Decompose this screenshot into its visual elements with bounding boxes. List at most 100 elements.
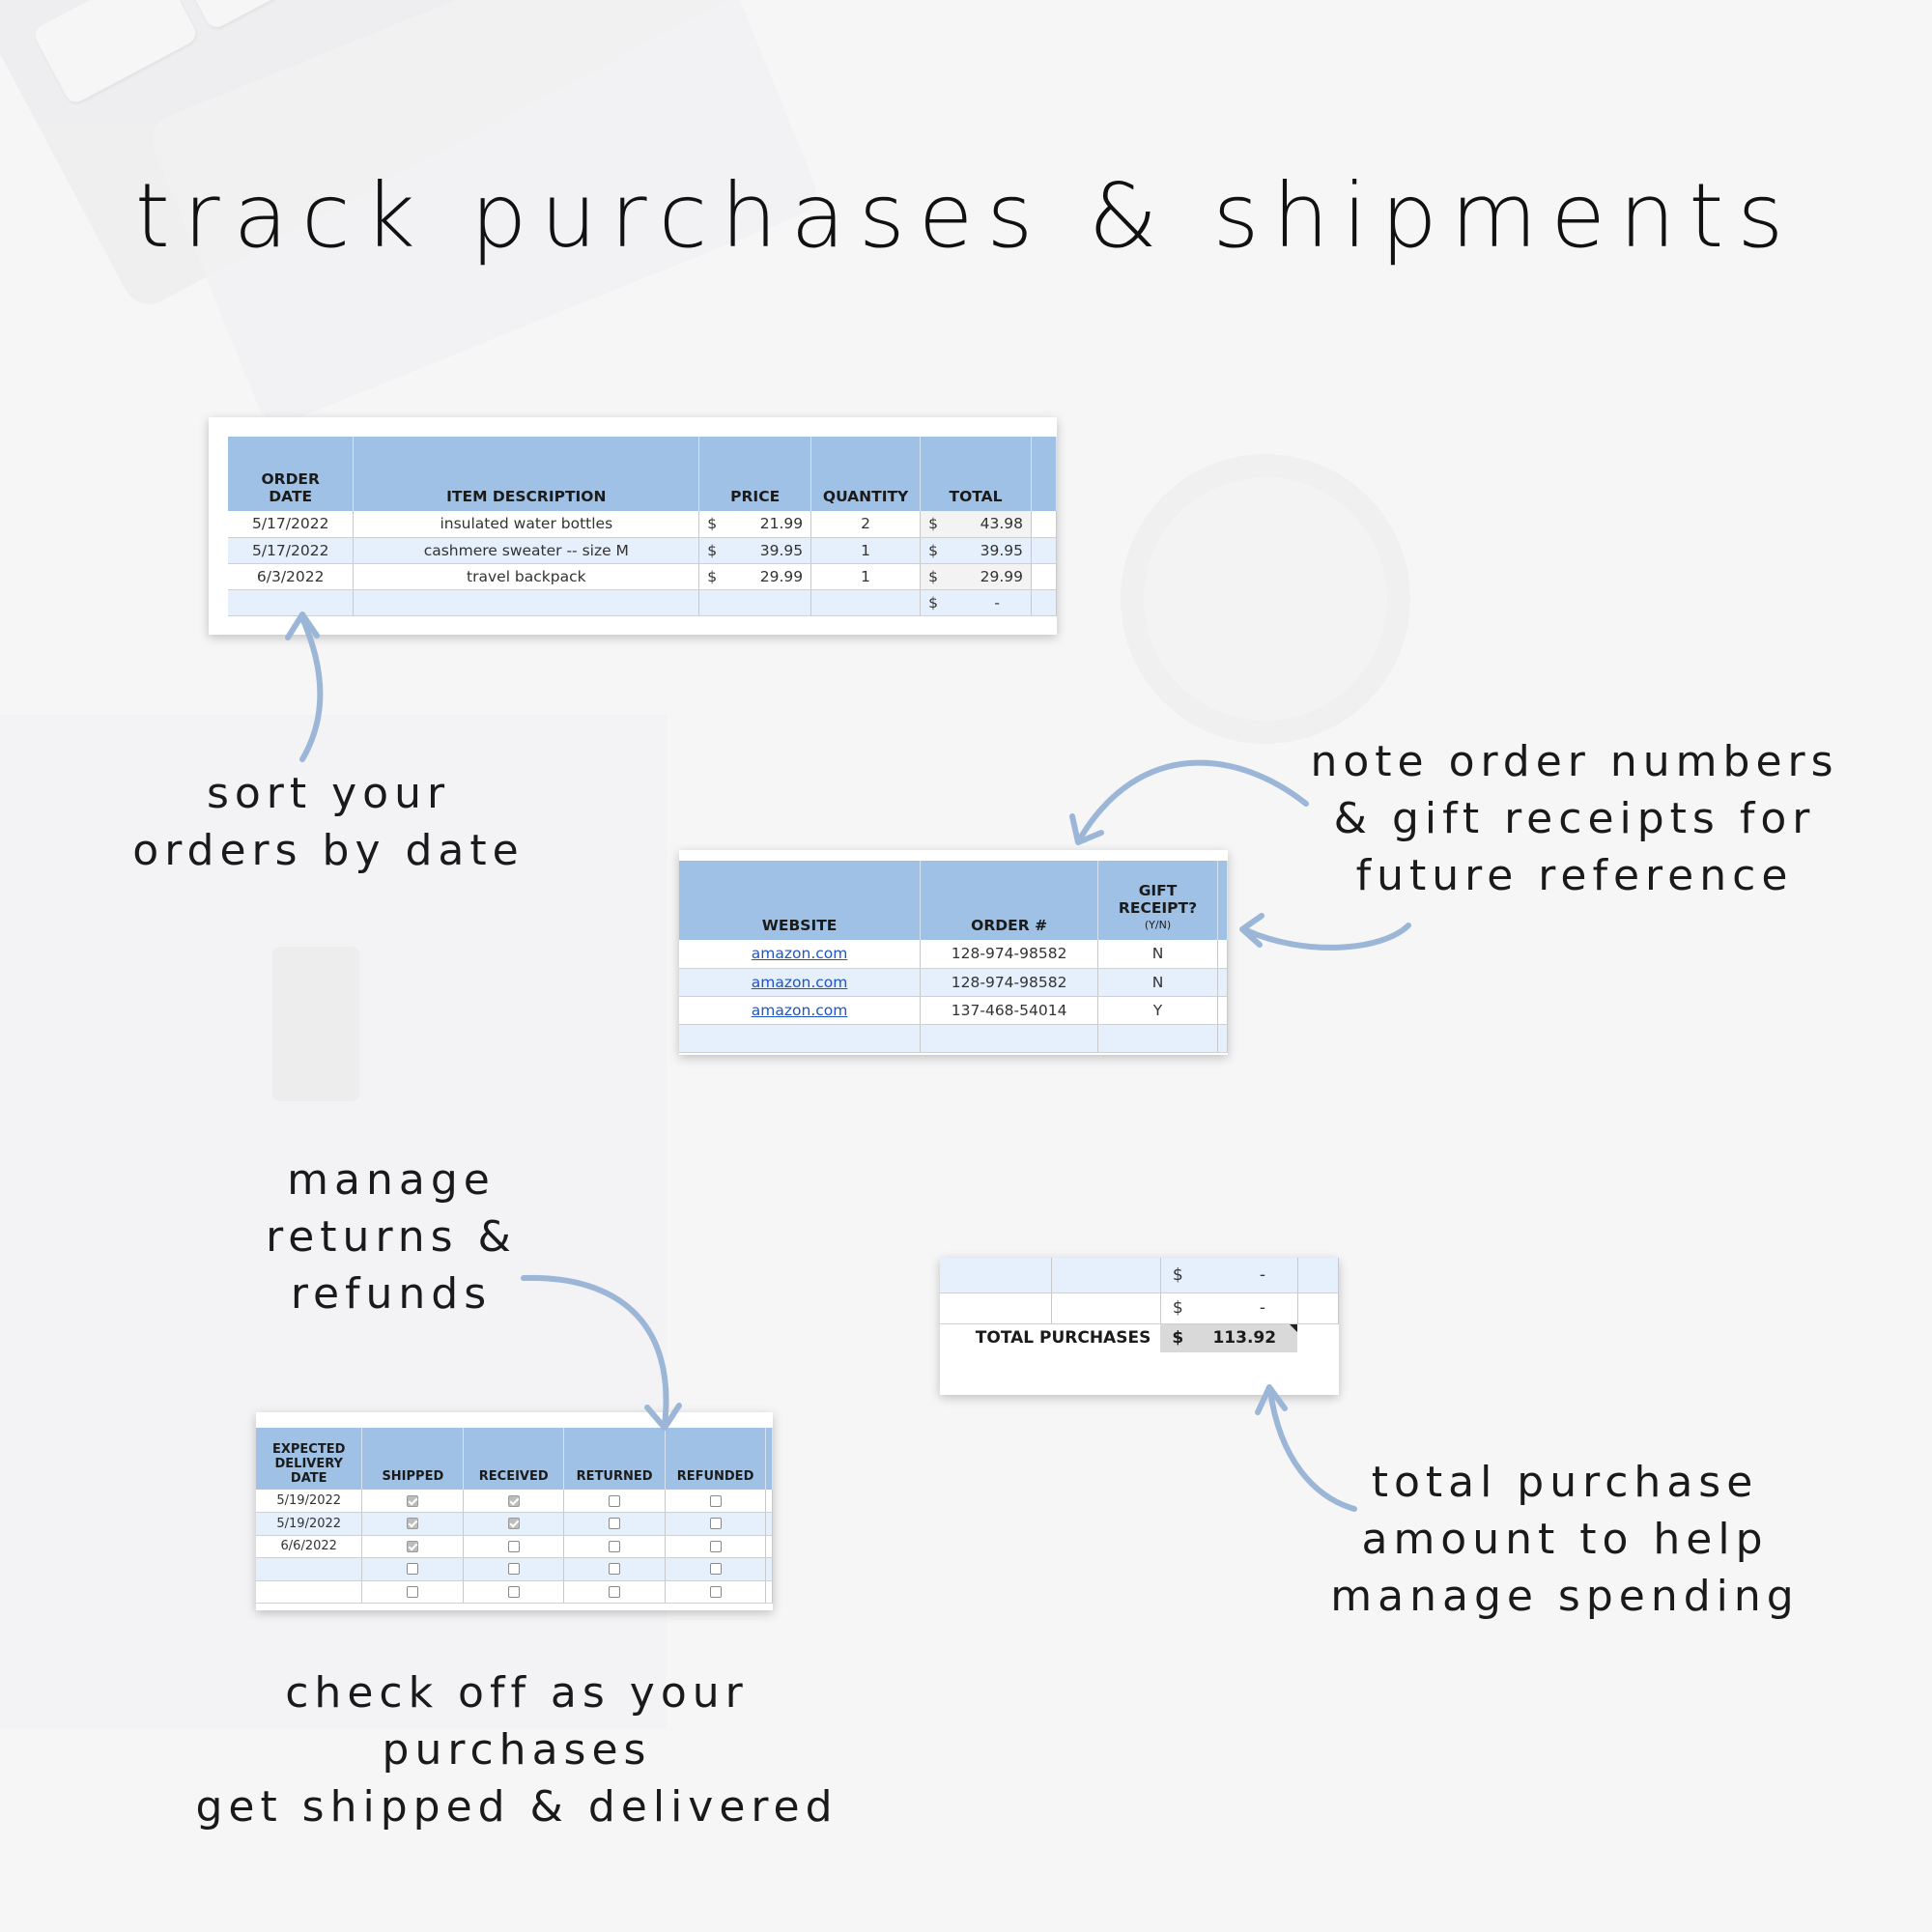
col-returned: RETURNED xyxy=(563,1428,667,1490)
shipped-checkbox[interactable] xyxy=(407,1585,419,1598)
total-purchases-label: TOTAL PURCHASES xyxy=(975,1328,1151,1349)
cell-website[interactable]: amazon.com xyxy=(679,996,922,1025)
orders-table: ORDER DATE ITEM DESCRIPTION PRICE QUANTI… xyxy=(228,437,1057,616)
cell-price: $39.95 xyxy=(698,537,812,564)
shipped-checkbox[interactable] xyxy=(407,1518,419,1530)
arrow-to-gift-receipt-head xyxy=(1239,913,1264,948)
returned-checkbox[interactable] xyxy=(609,1494,621,1507)
cell-website[interactable]: amazon.com xyxy=(679,968,922,997)
total-table: $ - $ - TOTAL PURCHASES $ 113.92 xyxy=(940,1258,1339,1352)
cell-delivery-date xyxy=(256,1557,363,1581)
table-row xyxy=(256,1580,773,1604)
cell-price xyxy=(698,589,812,616)
cell-item-description: insulated water bottles xyxy=(353,511,700,538)
col-gift-receipt: GIFT RECEIPT? (Y/N) xyxy=(1097,861,1218,940)
cell-received xyxy=(463,1490,565,1513)
returned-checkbox[interactable] xyxy=(609,1518,621,1530)
received-checkbox[interactable] xyxy=(507,1494,520,1507)
cell-order-number xyxy=(920,1024,1099,1053)
cell-total: $29.99 xyxy=(920,563,1032,590)
cell-order-date: 6/3/2022 xyxy=(228,563,355,590)
table-row: 5/19/2022 xyxy=(256,1512,773,1536)
caption-sort-orders: sort your orders by date xyxy=(132,769,525,875)
shipped-checkbox[interactable] xyxy=(407,1494,419,1507)
received-checkbox[interactable] xyxy=(507,1585,520,1598)
refunded-checkbox[interactable] xyxy=(709,1563,722,1576)
page-title: track purchases & shipments xyxy=(134,164,1798,268)
shipped-checkbox[interactable] xyxy=(407,1563,419,1576)
refunded-checkbox[interactable] xyxy=(709,1540,722,1552)
cell-received xyxy=(463,1535,565,1558)
caption-total-purchase: total purchase amount to help manage spe… xyxy=(1330,1458,1800,1621)
cell-shipped xyxy=(361,1557,465,1581)
refunded-checkbox[interactable] xyxy=(709,1585,722,1598)
cell-delivery-date: 6/6/2022 xyxy=(256,1535,363,1558)
refunded-checkbox[interactable] xyxy=(709,1494,722,1507)
website-link[interactable]: amazon.com xyxy=(751,973,848,991)
cell-total: $39.95 xyxy=(920,537,1032,564)
col-received: RECEIVED xyxy=(463,1428,565,1490)
arrow-to-website-table-head xyxy=(1069,813,1104,845)
cell-order-date xyxy=(228,589,355,616)
cell-website xyxy=(679,1024,922,1053)
table-row xyxy=(256,1557,773,1581)
cell-received xyxy=(463,1557,565,1581)
cell-delivery-date: 5/19/2022 xyxy=(256,1512,363,1536)
col-shipped: SHIPPED xyxy=(361,1428,465,1490)
website-link[interactable]: amazon.com xyxy=(751,945,848,963)
received-checkbox[interactable] xyxy=(507,1540,520,1552)
cell-quantity: 1 xyxy=(810,537,922,564)
cell-order-number: 137-468-54014 xyxy=(920,996,1099,1025)
cell-total: $- xyxy=(920,589,1032,616)
returned-checkbox[interactable] xyxy=(609,1563,621,1576)
caption-returns: manage returns & refunds xyxy=(266,1155,517,1319)
col-total: TOTAL xyxy=(920,437,1032,511)
cell-quantity: 2 xyxy=(810,511,922,538)
arrow-to-website-table xyxy=(1077,759,1309,841)
cell-refunded xyxy=(665,1557,766,1581)
refunded-checkbox[interactable] xyxy=(709,1518,722,1530)
table-row: 6/6/2022 xyxy=(256,1535,773,1558)
website-table-card: WEBSITE ORDER # GIFT RECEIPT? (Y/N) amaz… xyxy=(679,850,1228,1055)
background-binder-clip xyxy=(272,947,359,1101)
cell-item-description: travel backpack xyxy=(353,563,700,590)
cell-shipped xyxy=(361,1535,465,1558)
col-website: WEBSITE xyxy=(679,861,922,940)
table-row xyxy=(679,1024,1228,1053)
cell-price: $21.99 xyxy=(698,511,812,538)
returned-checkbox[interactable] xyxy=(609,1585,621,1598)
cell-refunded xyxy=(665,1535,766,1558)
col-order-date: ORDER DATE xyxy=(228,437,355,511)
caption-order-numbers: note order numbers & gift receipts for f… xyxy=(1310,737,1839,900)
received-checkbox[interactable] xyxy=(507,1518,520,1530)
cell-returned xyxy=(563,1557,667,1581)
cell-quantity xyxy=(810,589,922,616)
website-link[interactable]: amazon.com xyxy=(751,1001,848,1019)
cell-order-date: 5/17/2022 xyxy=(228,537,355,564)
returned-checkbox[interactable] xyxy=(609,1540,621,1552)
cell-gift-receipt: N xyxy=(1097,968,1218,997)
cell-delivery-date xyxy=(256,1580,363,1604)
cell-refunded xyxy=(665,1490,766,1513)
delivery-table-card: EXPECTED DELIVERY DATE SHIPPED RECEIVED … xyxy=(256,1412,773,1610)
cell-gift-receipt: Y xyxy=(1097,996,1218,1025)
col-price: PRICE xyxy=(698,437,812,511)
cell-shipped xyxy=(361,1512,465,1536)
col-item-description: ITEM DESCRIPTION xyxy=(353,437,700,511)
cell-refunded xyxy=(665,1580,766,1604)
shipped-checkbox[interactable] xyxy=(407,1540,419,1552)
delivery-table: EXPECTED DELIVERY DATE SHIPPED RECEIVED … xyxy=(256,1428,773,1604)
cell-website[interactable]: amazon.com xyxy=(679,940,922,969)
cell-refunded xyxy=(665,1512,766,1536)
col-expected-delivery: EXPECTED DELIVERY DATE xyxy=(256,1428,363,1490)
orders-table-card: ORDER DATE ITEM DESCRIPTION PRICE QUANTI… xyxy=(209,417,1057,635)
received-checkbox[interactable] xyxy=(507,1563,520,1576)
table-row: $- xyxy=(228,589,1057,616)
cell-gift-receipt: N xyxy=(1097,940,1218,969)
cell-received xyxy=(463,1512,565,1536)
